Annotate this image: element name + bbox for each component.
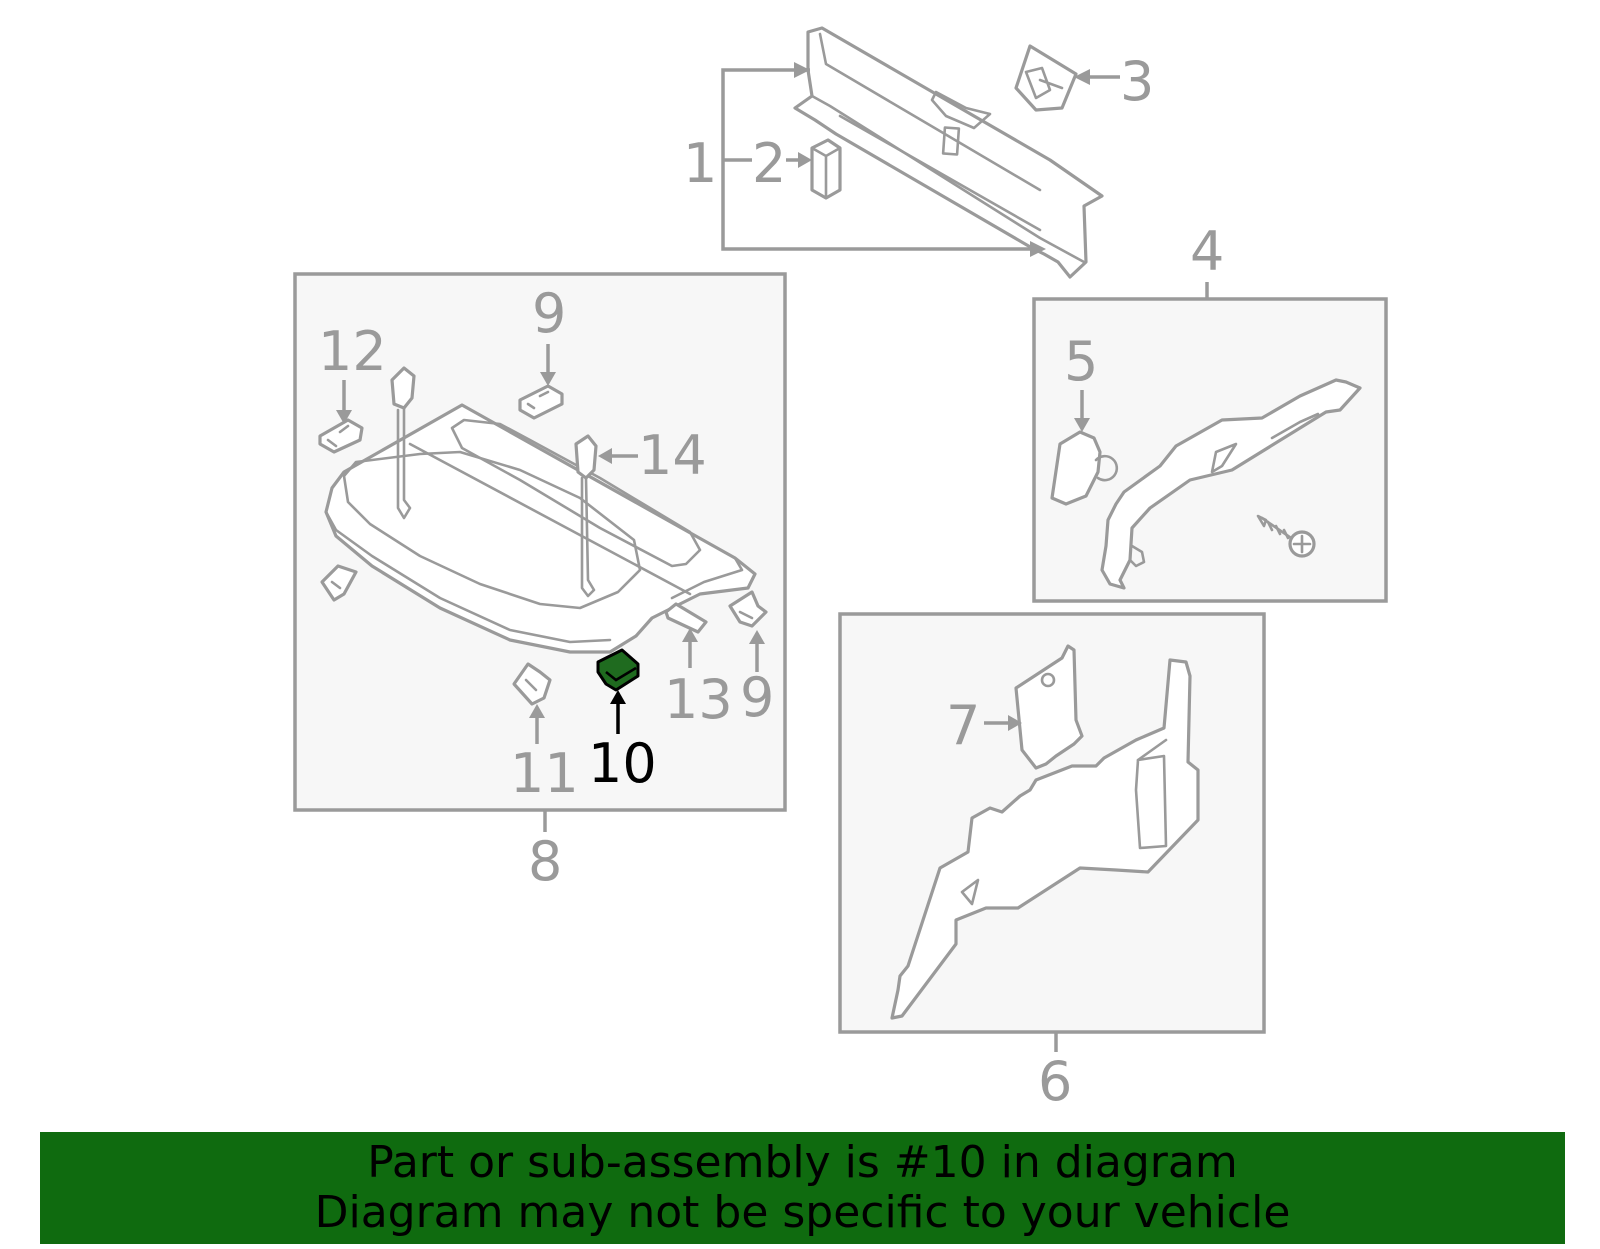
callout-7: 7 — [946, 694, 980, 757]
callout-2: 2 — [752, 132, 786, 195]
clip-part-11 — [512, 662, 552, 744]
highlighted-part-10[interactable] — [596, 648, 640, 734]
banner-line-1: Part or sub-assembly is #10 in diagram — [367, 1137, 1238, 1188]
clip-part-3 — [1014, 44, 1120, 112]
callout-8: 8 — [528, 830, 562, 893]
rear-shelf-trim — [793, 26, 1104, 279]
callout-6: 6 — [1038, 1050, 1072, 1113]
clip-part-2 — [786, 138, 842, 200]
clip-part-9-top — [518, 344, 564, 420]
quarter-lower-trim — [890, 658, 1200, 1020]
info-banner: Part or sub-assembly is #10 in diagram D… — [40, 1132, 1565, 1244]
cover-hooks — [390, 366, 598, 598]
callout-13: 13 — [664, 668, 733, 731]
info-banner-bg — [40, 1132, 1565, 1244]
banner-line-2: Diagram may not be specific to your vehi… — [314, 1187, 1291, 1238]
clip-part-12 — [318, 380, 364, 454]
cargo-cover-assembly — [324, 403, 757, 654]
callout-3: 3 — [1120, 50, 1154, 113]
callout-12: 12 — [318, 320, 387, 383]
callout-9-right: 9 — [740, 666, 774, 729]
callout-1: 1 — [683, 132, 717, 195]
callout-5: 5 — [1064, 330, 1098, 393]
callout-14-lead — [598, 448, 638, 464]
part-13 — [664, 602, 708, 668]
panel-part-7 — [984, 644, 1084, 770]
callout-9-top: 9 — [532, 282, 566, 345]
small-clip-left — [320, 564, 358, 602]
callout-11: 11 — [510, 742, 579, 805]
callout-4: 4 — [1190, 220, 1224, 283]
callout-14: 14 — [638, 424, 707, 487]
callout-1-bracket — [721, 62, 1046, 257]
callout-10[interactable]: 10 — [588, 732, 657, 795]
quarter-upper-trim — [1100, 378, 1362, 590]
clip-part-5 — [1050, 390, 1119, 506]
screw — [1256, 514, 1316, 558]
clip-part-9-right — [728, 590, 768, 672]
